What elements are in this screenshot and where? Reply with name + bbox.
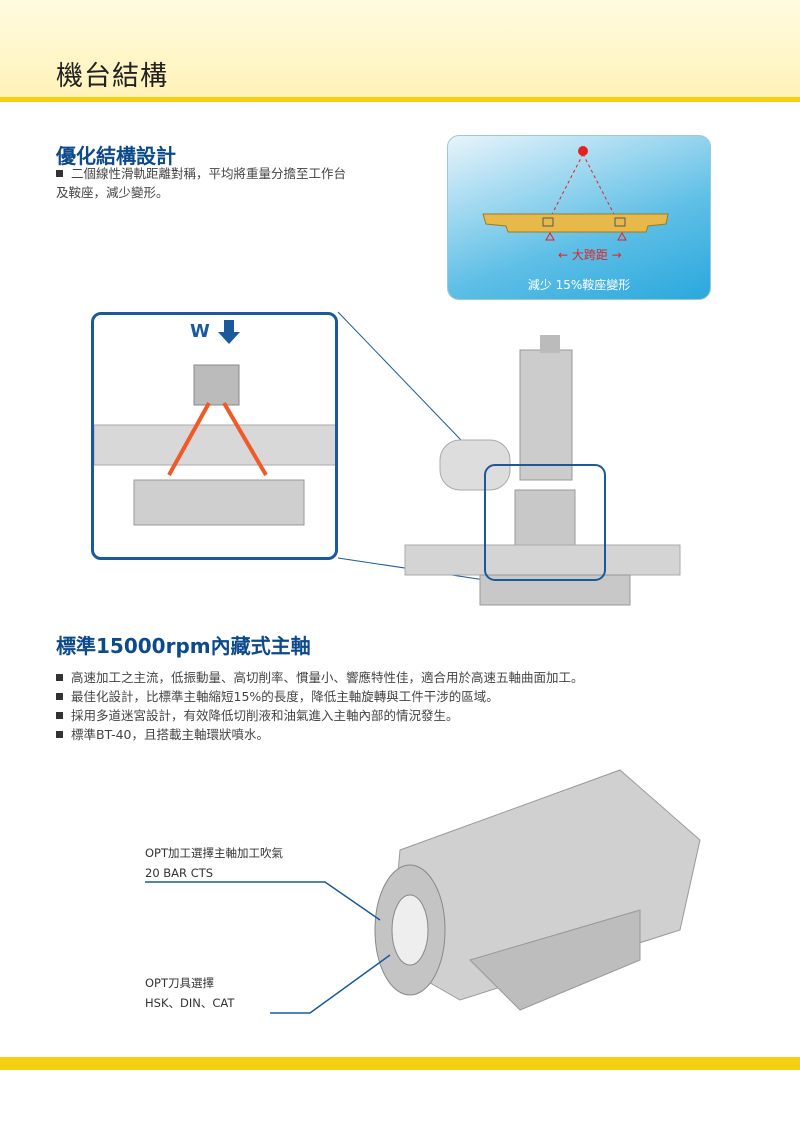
callout-line: HSK、DIN、CAT — [145, 996, 235, 1010]
saddle-zoom-graphic — [94, 320, 335, 526]
span-label: ← 大跨距 → — [558, 248, 622, 262]
callout-line: 20 BAR CTS — [145, 866, 214, 880]
spindle-bullet: 採用多道迷宮設計，有效降低切削液和油氣進入主軸內部的情況發生。 — [56, 706, 459, 725]
spindle-bullet: 標準BT-40，且搭載主軸環狀噴水。 — [56, 725, 269, 744]
section-title-structure: 優化結構設計 — [56, 144, 176, 168]
callout-air-blow: OPT加工選擇主軸加工吹氣 20 BAR CTS — [145, 843, 283, 883]
page-header — [0, 0, 800, 98]
section-title-spindle: 標準15000rpm內藏式主軸 — [56, 634, 311, 658]
footer-band — [0, 1057, 800, 1070]
callout-line: OPT刀具選擇 — [145, 976, 215, 990]
callout-tool-option: OPT刀具選擇 HSK、DIN、CAT — [145, 973, 234, 1013]
machine-illustration — [337, 311, 681, 606]
spindle-bullet: 最佳化設計，比標準主軸縮短15%的長度，降低主軸旋轉與工件干涉的區域。 — [56, 687, 499, 706]
saddle-zoom-inset: W — [91, 312, 338, 560]
callout-line: OPT加工選擇主軸加工吹氣 — [145, 846, 284, 860]
saddle-diagram-graphic — [482, 146, 669, 241]
page-title: 機台結構 — [56, 61, 168, 92]
saddle-deformation-diagram: ← 大跨距 → 減少 15%鞍座變形 — [447, 135, 711, 300]
spindle-bullet: 高速加工之主流，低振動量、高切削率、慣量小、響應特性佳，適合用於高速五軸曲面加工… — [56, 668, 584, 687]
structure-bullet: 二個線性滑軌距離對稱，平均將重量分擔至工作台及鞍座，減少變形。 — [56, 164, 356, 202]
header-divider — [0, 97, 800, 102]
bullet-text: 二個線性滑軌距離對稱，平均將重量分擔至工作台及鞍座，減少變形。 — [56, 166, 347, 200]
diagram-caption: 減少 15%鞍座變形 — [527, 278, 631, 292]
spindle-cutaway-illustration — [145, 769, 701, 1014]
load-label: W — [190, 321, 210, 342]
